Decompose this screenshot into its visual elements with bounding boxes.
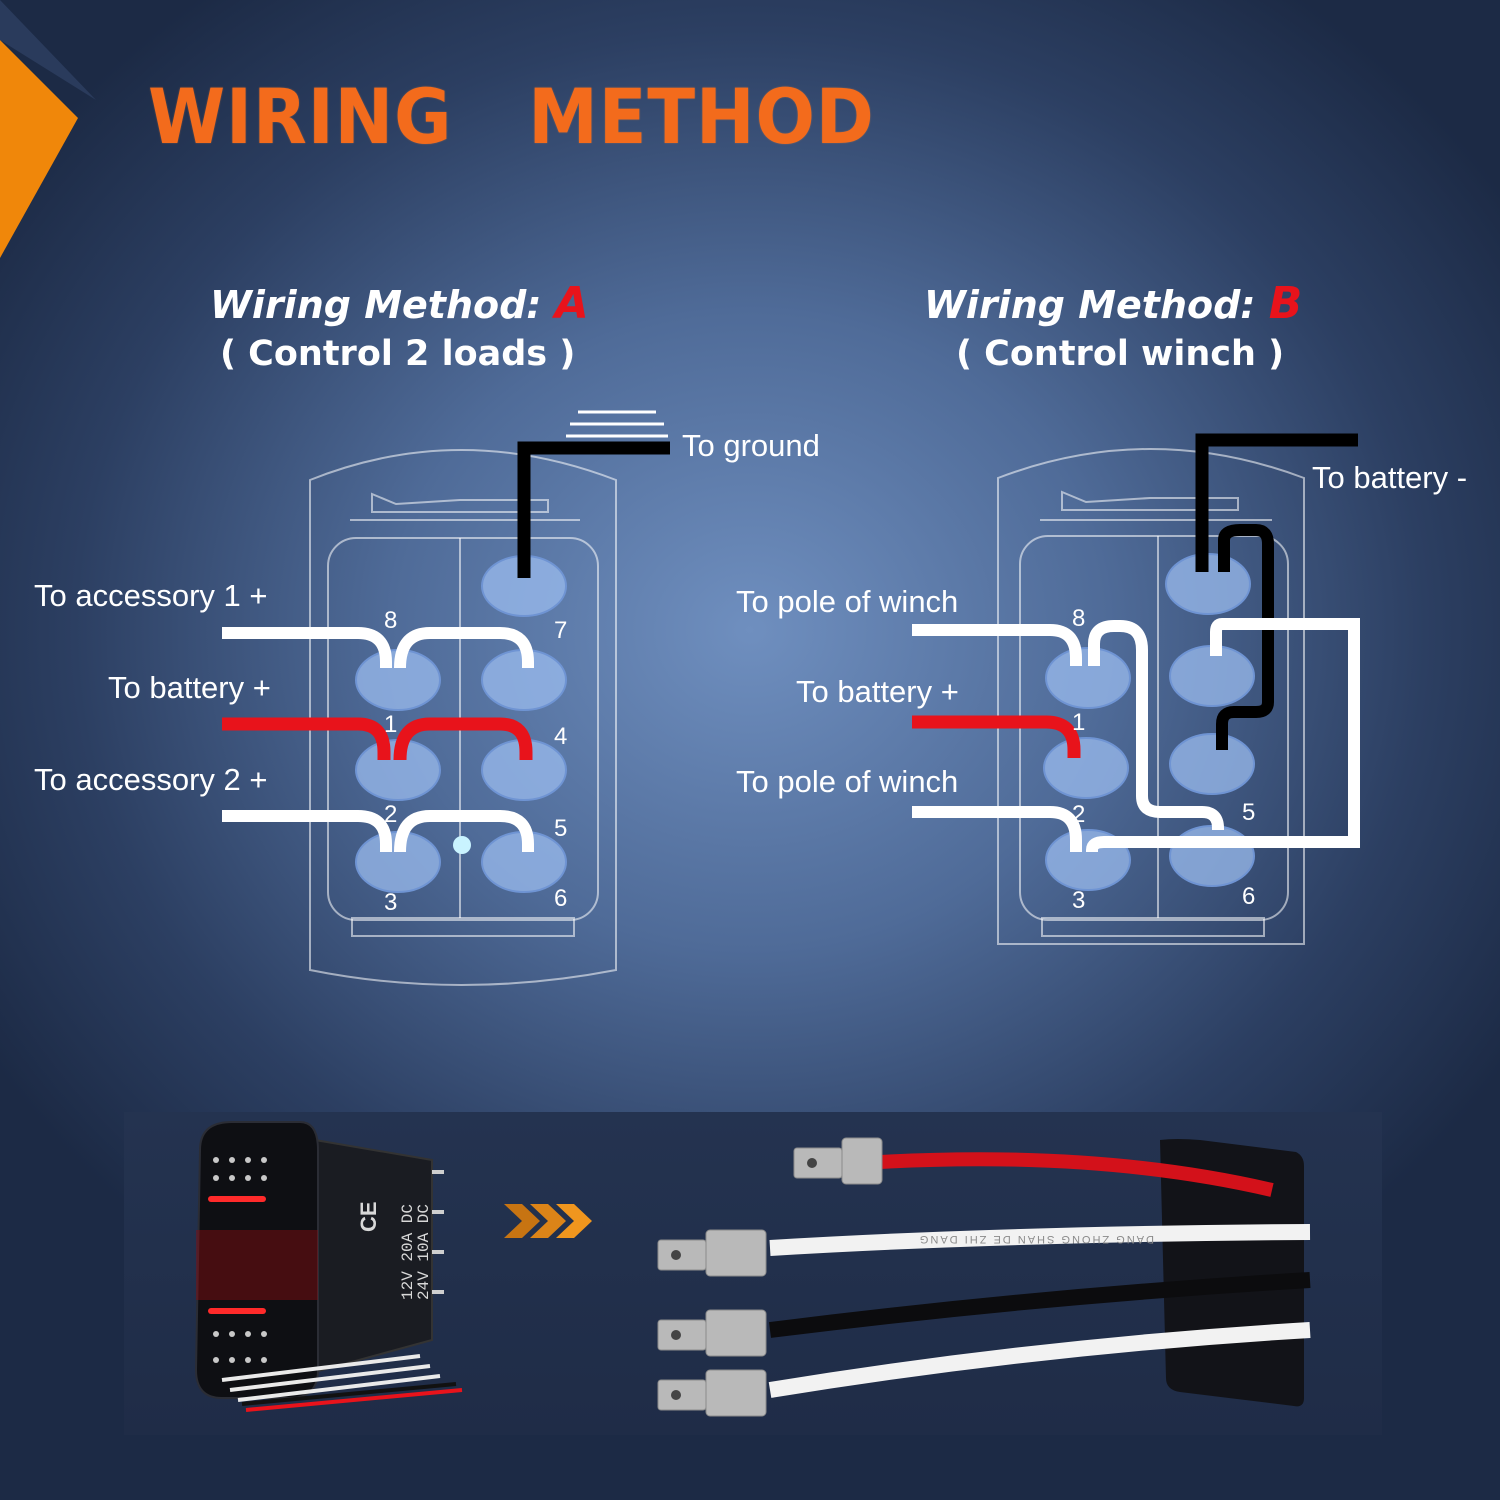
pin-a-7: 7: [554, 617, 567, 644]
wire-a-jumper-1-4: [393, 717, 533, 761]
label-b-pole1: To pole of winch: [736, 584, 959, 619]
wire-b-pole2: [912, 806, 1082, 852]
rating-line-2: 24V 10A DC: [415, 1204, 433, 1300]
wire-a-accessory1: [222, 627, 392, 668]
wire-a-jumper-3-6: [394, 810, 534, 853]
switch-a-terminals: [355, 555, 567, 893]
method-b-heading: Wiring Method: B: [924, 278, 1302, 329]
wire-b-jumper-8-5: [1088, 620, 1224, 830]
wire-a-battery: [222, 717, 391, 760]
rating-line-1: 12V 20A DC: [399, 1204, 417, 1300]
label-b-battery-neg: To battery -: [1312, 460, 1468, 495]
wire-b-jumper-3-loop: [1086, 618, 1360, 852]
method-b-letter: B: [1268, 278, 1303, 329]
label-b-battery-pos: To battery +: [796, 674, 959, 709]
pin-a-6: 6: [554, 885, 567, 912]
method-b-subtitle: ( Control winch ): [956, 334, 1285, 374]
terminal-b-5: [1169, 733, 1255, 795]
indicator-led-a: [453, 836, 471, 854]
pin-a-1: 1: [384, 711, 397, 738]
wiring-harness-image: DANG ZHONG SHAN DE ZHI DANG: [657, 1137, 1311, 1417]
terminal-b-1: [1043, 737, 1129, 799]
page-title: WIRING METHOD: [148, 72, 875, 161]
pin-b-2: 2: [1072, 801, 1085, 828]
pin-a-5: 5: [554, 815, 567, 842]
wire-b-battery-pos: [912, 715, 1081, 758]
pin-a-2: 2: [384, 801, 397, 828]
method-a-heading: Wiring Method: A: [210, 278, 589, 329]
cable-print-text: DANG ZHONG SHAN DE ZHI DANG: [918, 1233, 1154, 1245]
label-b-pole2: To pole of winch: [736, 764, 959, 799]
pin-a-4: 4: [554, 723, 567, 750]
label-a-battery: To battery +: [108, 670, 271, 705]
pin-b-3: 3: [1072, 887, 1085, 914]
label-a-ground: To ground: [682, 428, 820, 463]
wire-a-ground: [517, 441, 670, 578]
pin-b-1: 1: [1072, 709, 1085, 736]
pin-a-3: 3: [384, 889, 397, 916]
method-a-letter: A: [554, 278, 589, 329]
arrow-chevrons-icon: [504, 1204, 592, 1238]
corner-wedge-decoration: [0, 0, 96, 258]
wire-a-jumper-8-7: [394, 627, 534, 669]
pin-b-6: 6: [1242, 883, 1255, 910]
wire-a-accessory2: [222, 810, 392, 852]
wire-b-pole1: [912, 624, 1082, 666]
label-a-accessory2: To accessory 2 +: [34, 762, 268, 797]
ce-mark: CE: [356, 1201, 381, 1232]
ground-symbol-a: [566, 410, 668, 438]
method-a-subtitle: ( Control 2 loads ): [220, 334, 576, 374]
rocker-switch-image: CE 12V 20A DC 24V 10A DC: [194, 1121, 463, 1412]
pin-b-5: 5: [1242, 799, 1255, 826]
method-b-heading-text: Wiring Method:: [924, 283, 1256, 327]
pin-b-8: 8: [1072, 605, 1085, 632]
wire-b-battery-neg: [1195, 433, 1358, 572]
label-a-accessory1: To accessory 1 +: [34, 578, 268, 613]
method-a-heading-text: Wiring Method:: [210, 283, 542, 327]
pin-a-8: 8: [384, 607, 397, 634]
